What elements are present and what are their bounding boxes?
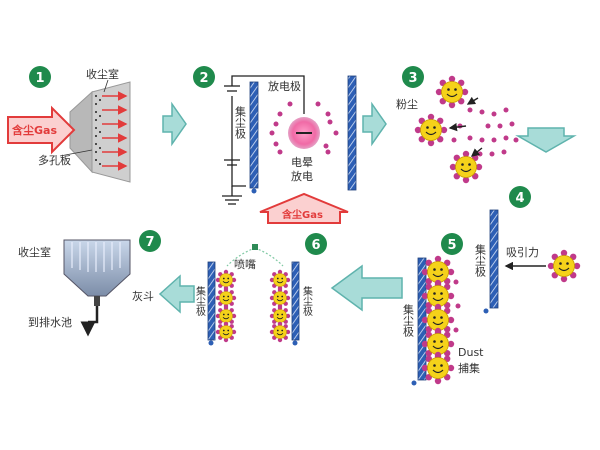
smiley-dust-particle-icon — [547, 249, 581, 283]
collection-chamber-label-7: 收尘室 — [18, 245, 51, 259]
collector-plate-6-right — [291, 261, 300, 341]
power-circuit — [222, 75, 305, 205]
smiley-dust-particle-icon — [435, 75, 469, 109]
capture-label: 捕集 — [458, 361, 480, 375]
free-particles — [451, 107, 519, 157]
corona-particles — [269, 101, 339, 155]
panel-7: 7 收尘室 灰斗 到排水池 — [18, 230, 161, 337]
step-number-7: 7 — [145, 235, 154, 250]
smiley-dust-particle-icon — [414, 113, 448, 147]
perforated-plate-dots — [95, 95, 101, 165]
collector-plate-label-2: 集尘极 — [234, 105, 247, 140]
collector-plate-label-6a: 集尘极 — [194, 285, 206, 317]
step-number-3: 3 — [408, 71, 417, 86]
step-badge-1 — [29, 66, 51, 88]
panel-5: 5 集尘极 Dust 捕集 — [402, 233, 484, 386]
step-badge-5 — [441, 233, 463, 255]
step-number-4: 4 — [515, 191, 524, 206]
gas-flow-arrows — [102, 91, 128, 171]
captured-dust — [421, 255, 455, 385]
step-badge-2 — [193, 66, 215, 88]
collector-plate-6-left — [207, 261, 216, 341]
dusty-gas-label: 含尘Gas — [11, 123, 57, 137]
dust-label: 粉尘 — [396, 98, 418, 111]
collector-plate-right — [347, 75, 357, 191]
panel-1: 1 含尘Gas 收尘室 多孔板 — [7, 66, 131, 183]
flow-arrow-5-6 — [330, 264, 403, 312]
flow-arrow-2-3 — [362, 101, 387, 147]
nozzle-icon — [226, 247, 284, 267]
panel-3: 3 粉尘 — [396, 66, 519, 184]
falling-dust — [215, 269, 291, 343]
attraction-label: 吸引力 — [506, 245, 539, 259]
panel-6: 6 喷嘴 集尘极 集尘极 — [194, 233, 327, 346]
step-number-2: 2 — [199, 71, 208, 86]
flow-arrow-1-2 — [162, 101, 187, 147]
panel-2: 2 集尘极 放电极 — [193, 66, 357, 224]
step-badge-6 — [305, 233, 327, 255]
perforated-plate-label: 多孔板 — [38, 153, 71, 167]
step-badge-3 — [402, 66, 424, 88]
dusty-gas-up-arrow — [259, 192, 349, 224]
step-badge-7 — [139, 230, 161, 252]
smiley-dust-particle-icon — [449, 150, 483, 184]
discharge-label: 放电 — [291, 169, 313, 183]
step-badge-4 — [509, 186, 531, 208]
discharge-electrode-label: 放电极 — [268, 79, 301, 93]
dust-en-label: Dust — [458, 346, 484, 359]
step-number-5: 5 — [447, 238, 456, 253]
dusty-gas-arrow — [7, 105, 76, 155]
dusty-gas-label-2: 含尘Gas — [282, 208, 323, 221]
flow-arrow-6-7 — [158, 274, 195, 314]
collection-chamber-label: 收尘室 — [86, 67, 119, 81]
ash-hopper-label: 灰斗 — [132, 289, 154, 303]
flow-arrow-3-4 — [515, 127, 577, 153]
nozzle-label: 喷嘴 — [234, 258, 256, 271]
collector-plate-left — [249, 81, 259, 189]
collector-plate-label-6b: 集尘极 — [301, 285, 313, 317]
step-number-6: 6 — [311, 238, 320, 253]
to-drain-label: 到排水池 — [28, 315, 72, 329]
collector-plate-label-5: 集尘极 — [402, 303, 415, 338]
corona-label: 电晕 — [291, 156, 313, 169]
step-number-1: 1 — [35, 71, 44, 86]
collector-plate-4 — [489, 209, 499, 309]
panel-4: 4 集尘极 吸引力 — [474, 186, 581, 314]
collector-plate-label-4: 集尘极 — [474, 243, 487, 278]
charge-arrows — [448, 96, 483, 157]
